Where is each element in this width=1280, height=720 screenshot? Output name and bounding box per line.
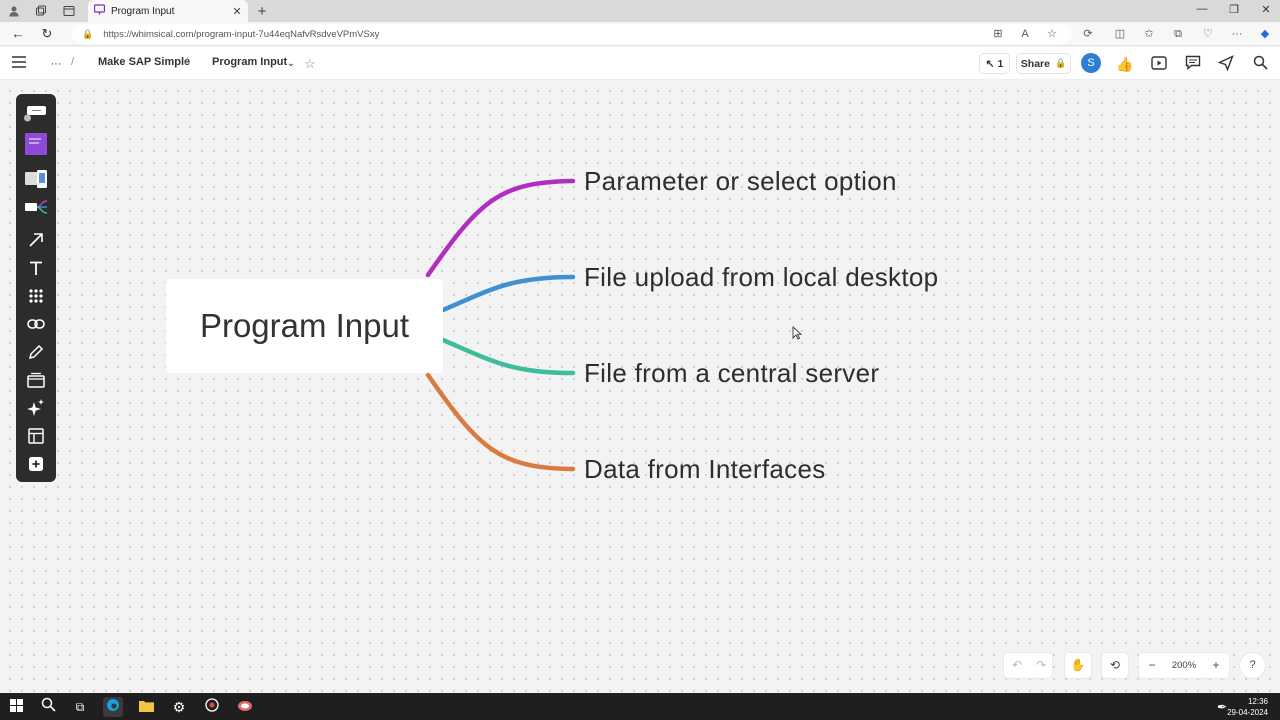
flowchart-tool-icon[interactable] xyxy=(24,102,48,124)
new-tab-button[interactable]: + xyxy=(257,2,267,20)
undo-icon[interactable]: ↶ xyxy=(1011,658,1023,672)
arrow-up-left-icon: ↖ xyxy=(985,57,995,70)
clock-date: 29-04-2024 xyxy=(1227,708,1268,717)
breadcrumb-separator-2: / xyxy=(185,56,189,68)
mindmap-branch-3[interactable]: File from a central server xyxy=(584,358,880,388)
thumbs-up-icon[interactable]: 👍 xyxy=(1116,56,1134,72)
arrow-tool-icon[interactable] xyxy=(24,229,48,251)
search-icon[interactable] xyxy=(1251,55,1269,73)
app-header: ··· / Make SAP Simple / Program Input ⌄ … xyxy=(0,47,1280,117)
section-tool-icon[interactable] xyxy=(24,369,48,391)
add-more-tools-icon[interactable] xyxy=(24,453,48,475)
pen-input-icon[interactable]: ✒ xyxy=(1216,700,1228,714)
workspaces-icon[interactable] xyxy=(33,3,49,19)
file-explorer-icon[interactable] xyxy=(136,697,156,717)
whimsical-board-icon xyxy=(93,4,106,18)
split-screen-icon[interactable]: ◫ xyxy=(1114,28,1126,40)
wireframe-tool-icon[interactable] xyxy=(24,168,48,190)
zoom-in-button[interactable]: + xyxy=(1212,658,1220,672)
settings-more-icon[interactable]: ··· xyxy=(1231,28,1243,40)
redo-icon[interactable]: ↷ xyxy=(1035,658,1047,672)
refresh-icon[interactable]: ↻ xyxy=(41,26,53,41)
chevron-down-icon[interactable]: ⌄ xyxy=(286,58,296,69)
follow-count: 1 xyxy=(997,57,1004,70)
mindmap-branch-2[interactable]: File upload from local desktop xyxy=(584,262,939,292)
avatar[interactable]: S xyxy=(1081,53,1101,73)
tab-close-icon[interactable]: ✕ xyxy=(232,5,242,18)
task-view-icon[interactable]: ⧉ xyxy=(75,700,85,714)
central-node-label: Program Input xyxy=(199,307,410,344)
pen-tool-icon[interactable] xyxy=(24,341,48,363)
sticky-note-tool-icon[interactable] xyxy=(24,133,48,155)
send-icon[interactable] xyxy=(1217,55,1235,73)
mindmap-tool-icon[interactable] xyxy=(24,196,48,218)
history-group: ⟲ xyxy=(1101,652,1129,679)
url-field[interactable]: 🔒 https://whimsical.com/program-input-7u… xyxy=(72,24,1072,44)
settings-gear-icon[interactable]: ⚙ xyxy=(172,699,186,715)
app-available-icon[interactable]: ⊞ xyxy=(993,28,1003,40)
collections-icon[interactable]: ⧉ xyxy=(1174,28,1182,40)
breadcrumb-folder[interactable]: Make SAP Simple xyxy=(98,56,191,68)
menu-icon[interactable] xyxy=(10,55,28,73)
breadcrumb-separator: / xyxy=(71,56,75,68)
star-icon[interactable]: ☆ xyxy=(304,56,316,71)
favorite-star-icon[interactable]: ☆ xyxy=(1047,28,1057,40)
templates-tool-icon[interactable] xyxy=(24,425,48,447)
breadcrumb-document[interactable]: Program Input xyxy=(212,56,288,68)
mindmap-central-node[interactable]: Program Input xyxy=(166,279,443,373)
extensions-icon[interactable]: ⟳ xyxy=(1083,28,1093,40)
hand-pan-icon[interactable]: ✋ xyxy=(1070,658,1086,672)
link-tool-icon[interactable] xyxy=(24,313,48,335)
sap-logon-icon[interactable] xyxy=(202,697,222,717)
share-button[interactable]: Share 🔒 xyxy=(1016,53,1071,74)
zoom-level[interactable]: 200% xyxy=(1171,660,1197,671)
browser-tab-active[interactable]: Program Input ✕ xyxy=(88,0,248,22)
zoom-out-button[interactable]: − xyxy=(1148,658,1156,672)
tab-title: Program Input xyxy=(111,5,175,17)
share-label: Share xyxy=(1020,57,1050,70)
app-taskbar-icon[interactable] xyxy=(235,697,255,717)
help-group: ? xyxy=(1239,652,1266,679)
browser-essentials-icon[interactable]: ♡ xyxy=(1203,28,1213,40)
profile-icon[interactable] xyxy=(6,3,22,19)
hand-tool-group: ✋ xyxy=(1064,652,1092,679)
windows-taskbar: ⧉ ⚙ ✒ 12:36 29-04-2024 xyxy=(0,693,1280,720)
help-button[interactable]: ? xyxy=(1249,659,1256,671)
breadcrumb-more-button[interactable]: ··· xyxy=(50,58,62,70)
text-tool-icon[interactable] xyxy=(24,257,48,279)
restore-button[interactable]: ❐ xyxy=(1229,4,1239,16)
copilot-icon[interactable]: ◆ xyxy=(1260,28,1270,40)
mouse-cursor-icon xyxy=(792,325,803,345)
ai-sparkle-icon[interactable] xyxy=(24,397,48,419)
minimize-button[interactable]: — xyxy=(1196,3,1208,15)
read-aloud-icon[interactable]: A xyxy=(1021,28,1029,40)
mindmap-branch-4[interactable]: Data from Interfaces xyxy=(584,454,826,484)
undo-redo-group: ↶ ↷ xyxy=(1003,652,1053,679)
grid-tool-icon[interactable] xyxy=(24,285,48,307)
back-icon[interactable]: ← xyxy=(11,26,25,41)
favorites-icon[interactable]: ✩ xyxy=(1144,28,1154,40)
close-window-button[interactable]: ✕ xyxy=(1261,4,1271,16)
clock-time: 12:36 xyxy=(1247,697,1268,706)
history-icon[interactable]: ⟲ xyxy=(1109,658,1121,672)
lock-icon: 🔒 xyxy=(1054,58,1067,68)
board-canvas[interactable] xyxy=(0,81,1280,693)
left-toolbar xyxy=(16,94,56,482)
system-clock[interactable]: 12:36 29-04-2024 xyxy=(1227,696,1268,718)
lock-icon: 🔒 xyxy=(82,28,94,39)
url-text: https://whimsical.com/program-input-7u44… xyxy=(103,28,380,40)
zoom-group: − 200% + xyxy=(1138,652,1230,679)
follow-button[interactable]: ↖ 1 xyxy=(979,53,1010,74)
edge-browser-icon[interactable] xyxy=(103,697,123,717)
browser-tab-strip: Program Input ✕ + — ❐ ✕ xyxy=(0,0,1280,22)
present-icon[interactable] xyxy=(1150,55,1168,73)
search-taskbar-icon[interactable] xyxy=(38,697,58,717)
browser-address-bar: ← ↻ 🔒 https://whimsical.com/program-inpu… xyxy=(0,22,1280,46)
comments-icon[interactable] xyxy=(1184,55,1202,73)
tab-actions-icon[interactable] xyxy=(61,3,77,19)
windows-start-icon[interactable] xyxy=(6,697,26,717)
mindmap-branch-1[interactable]: Parameter or select option xyxy=(584,166,897,196)
